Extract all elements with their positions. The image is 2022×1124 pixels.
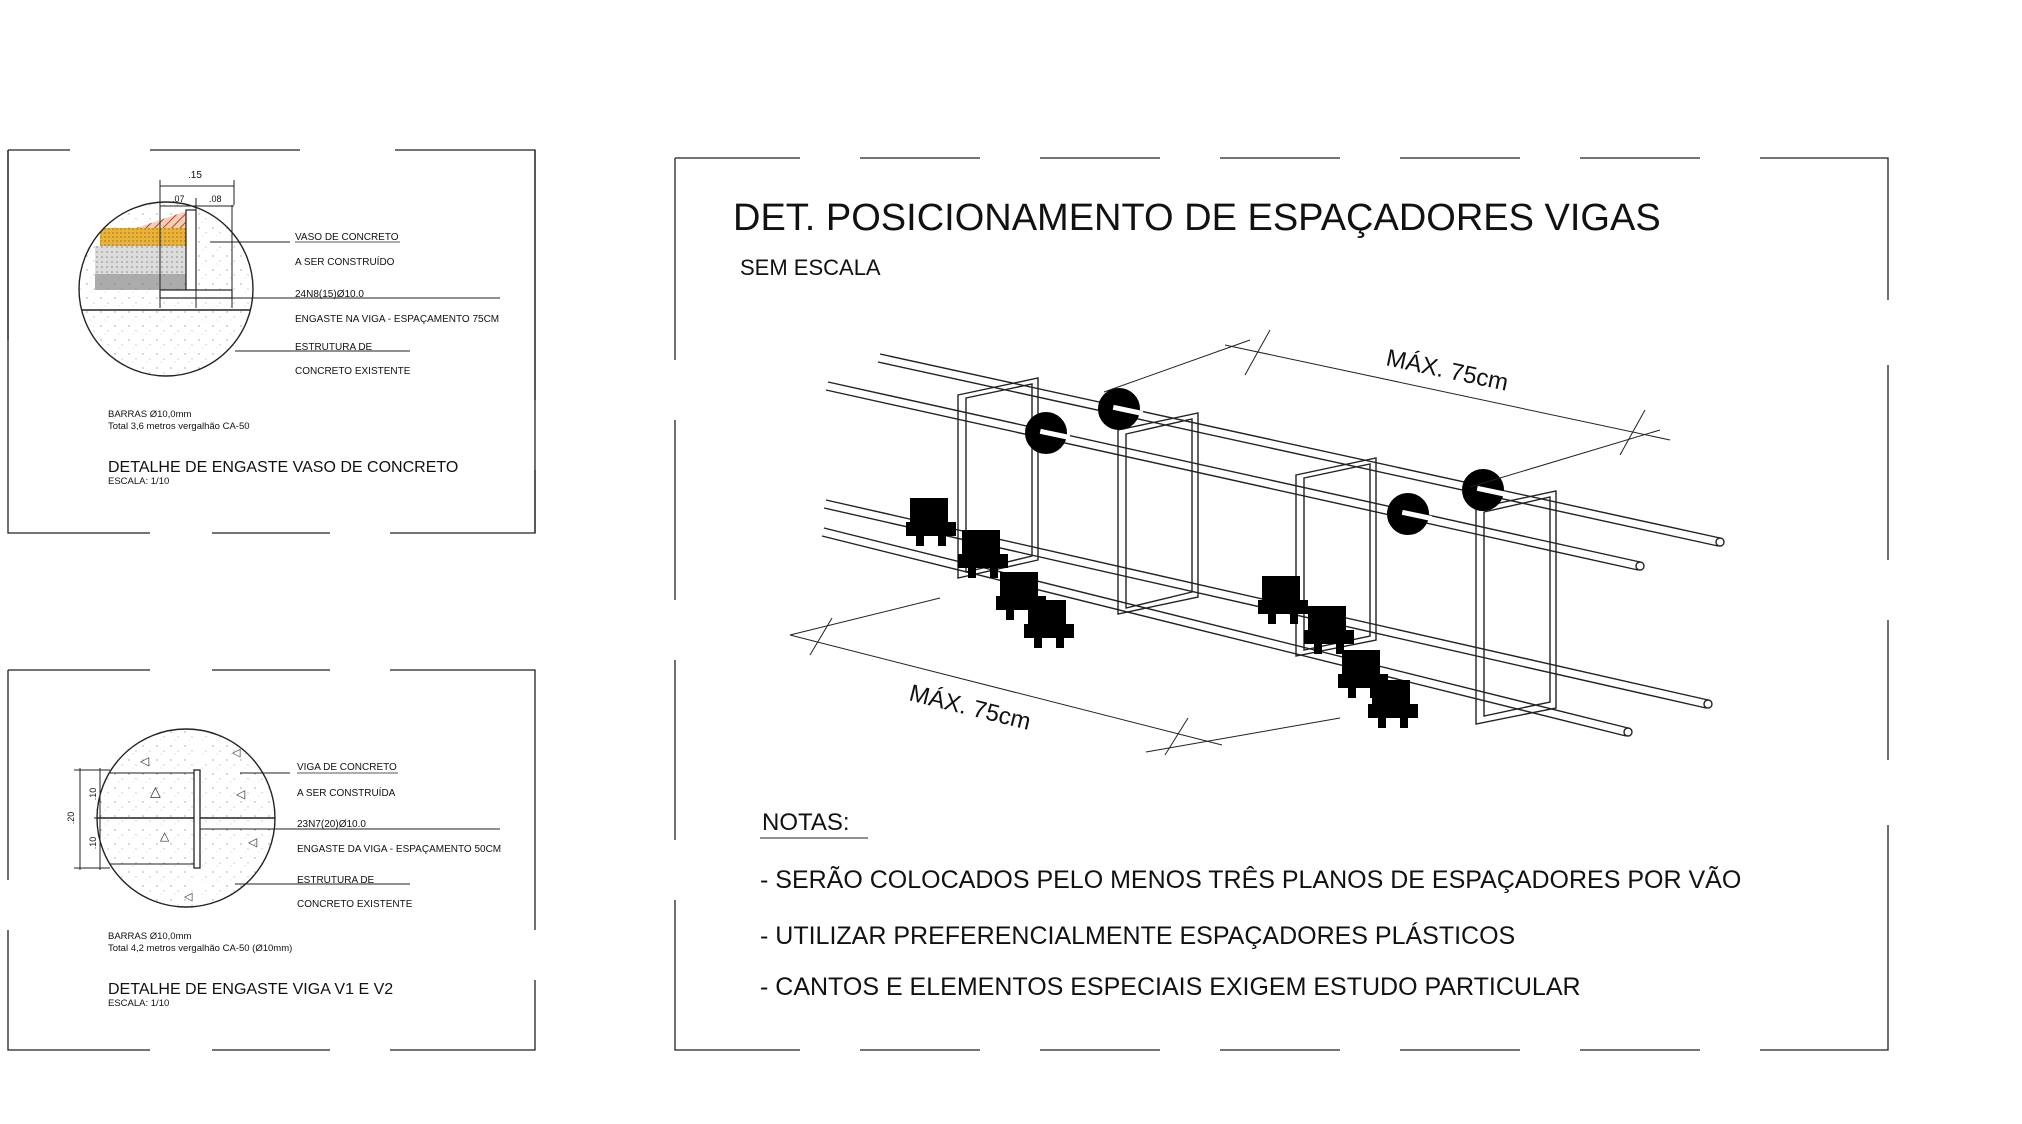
viga-scale: ESCALA: 1/10 (108, 998, 169, 1009)
viga-label-viga-2: A SER CONSTRUÍDA (297, 786, 396, 799)
notes-heading: NOTAS: (762, 809, 850, 836)
vaso-dimensions (159, 180, 235, 212)
vaso-label-vaso-2: A SER CONSTRUÍDO (295, 255, 395, 268)
viga-label-bar: 23N7(20)Ø10.0 (297, 819, 366, 830)
vaso-label-estrutura-1: ESTRUTURA DE (295, 342, 373, 353)
round-spacer-holes (1039, 404, 1508, 521)
dim-top-label: MÁX. 75cm (1384, 344, 1511, 396)
viga-note-2: Total 4,2 metros vergalhão CA-50 (Ø10mm) (108, 943, 292, 954)
vaso-dim-total: .15 (188, 170, 202, 181)
rebar-cage (821, 353, 1725, 737)
viga-section-circle: ◁ ◁ △ ◁ △ ◁ ◁ (96, 728, 276, 908)
vaso-dim-left: .07 (172, 194, 185, 204)
vaso-leaders (210, 241, 500, 352)
frame-main-detail (674, 157, 1889, 1051)
viga-label-viga-1: VIGA DE CONCRETO (297, 762, 397, 773)
viga-dim-bottom: .10 (88, 837, 98, 850)
viga-dim-total: .20 (66, 812, 76, 825)
vaso-note-2: Total 3,6 metros vergalhão CA-50 (108, 421, 250, 432)
frame-detail-viga (7, 669, 536, 1051)
vaso-label-engaste: ENGASTE NA VIGA - ESPAÇAMENTO 75CM (295, 314, 499, 325)
svg-text:△: △ (160, 829, 170, 843)
main-title: DET. POSICIONAMENTO DE ESPAÇADORES VIGAS (733, 197, 1661, 239)
frame-detail-vaso (7, 149, 536, 534)
dimension-lines (789, 329, 1671, 756)
viga-label-estrutura-2: CONCRETO EXISTENTE (297, 899, 413, 910)
viga-leaders (200, 772, 500, 885)
svg-text:◁: ◁ (248, 835, 258, 849)
main-subtitle: SEM ESCALA (740, 255, 881, 280)
dim-bottom-label: MÁX. 75cm (907, 680, 1034, 736)
vaso-dim-right: .08 (209, 194, 222, 204)
viga-label-engaste: ENGASTE DA VIGA - ESPAÇAMENTO 50CM (297, 844, 501, 855)
vaso-label-estrutura-2: CONCRETO EXISTENTE (295, 366, 411, 377)
svg-text:◁: ◁ (184, 891, 193, 903)
vaso-scale: ESCALA: 1/10 (108, 476, 169, 487)
vaso-note-1: BARRAS Ø10,0mm (108, 409, 191, 420)
viga-title: DETALHE DE ENGASTE VIGA V1 E V2 (108, 981, 393, 998)
svg-text:◁: ◁ (236, 787, 246, 801)
viga-label-estrutura-1: ESTRUTURA DE (297, 875, 375, 886)
viga-dim-top: .10 (88, 788, 98, 801)
vaso-label-vaso-1: VASO DE CONCRETO (295, 232, 399, 243)
vaso-title: DETALHE DE ENGASTE VASO DE CONCRETO (108, 459, 458, 476)
vaso-label-bar: 24N8(15)Ø10.0 (295, 289, 364, 300)
chair-spacers (906, 498, 1418, 728)
svg-text:△: △ (150, 783, 161, 799)
svg-text:◁: ◁ (232, 747, 241, 759)
note-1: - SERÃO COLOCADOS PELO MENOS TRÊS PLANOS… (760, 865, 1741, 894)
note-3: - CANTOS E ELEMENTOS ESPECIAIS EXIGEM ES… (760, 973, 1581, 1001)
note-2: - UTILIZAR PREFERENCIALMENTE ESPAÇADORES… (760, 921, 1515, 950)
svg-text:◁: ◁ (140, 754, 150, 768)
viga-note-1: BARRAS Ø10,0mm (108, 931, 191, 942)
viga-dimensions (74, 768, 110, 870)
